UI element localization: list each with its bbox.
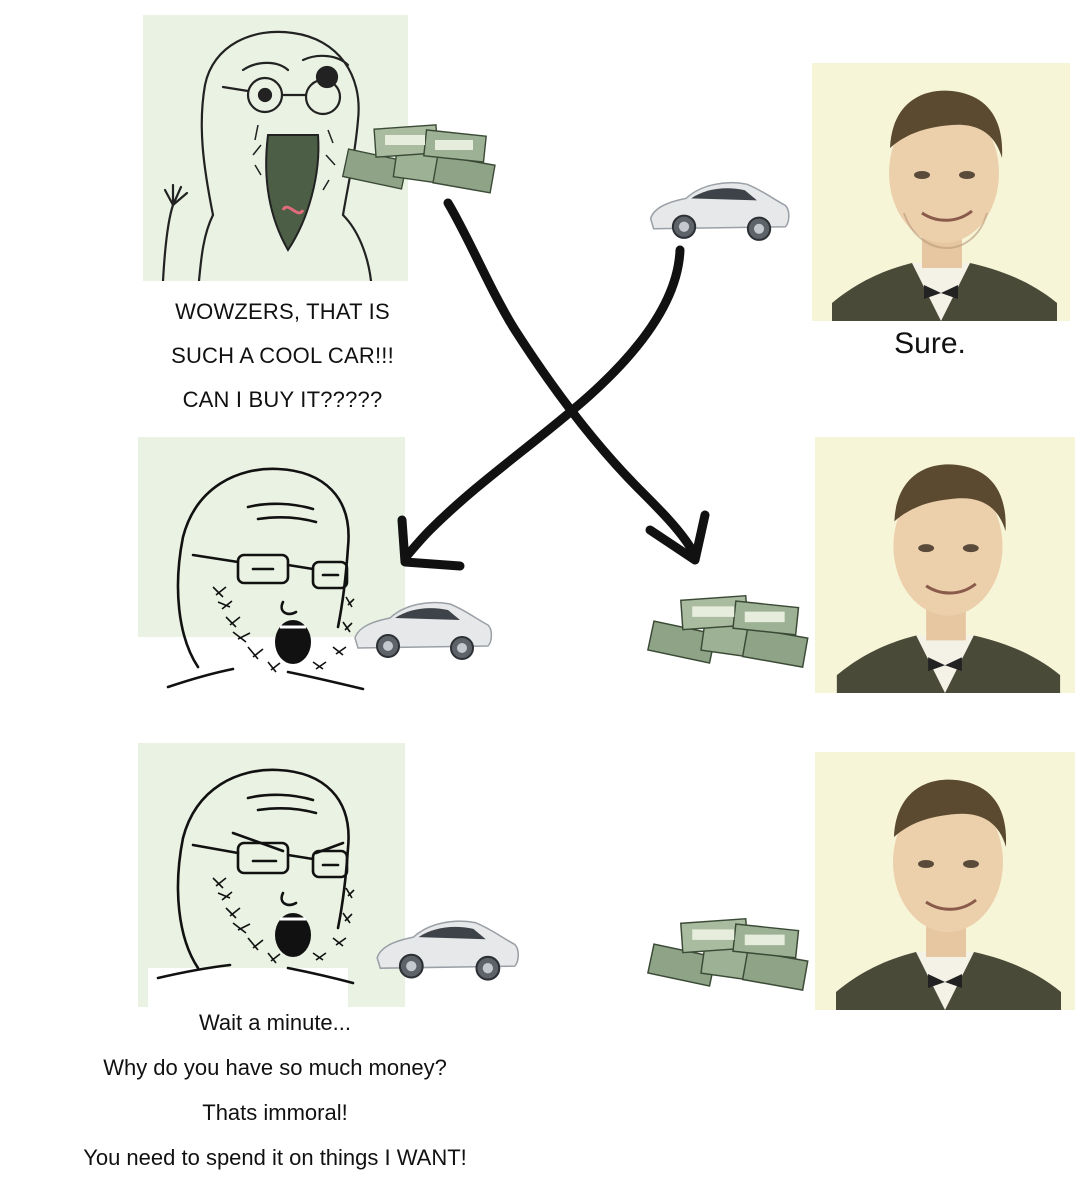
wojak-panel [138, 437, 405, 703]
car-icon [350, 590, 495, 665]
elon-panel [812, 63, 1070, 321]
soyjak-caption: WOWZERS, THAT IS SUCH A COOL CAR!!! CAN … [140, 290, 425, 422]
caption-line: Wait a minute... [198, 1010, 351, 1035]
car-icon [645, 170, 793, 246]
caption-line: SUCH A COOL CAR!!! [171, 343, 394, 368]
elon-portrait-icon [836, 464, 1061, 693]
caption-line: Thats immoral! [202, 1100, 348, 1125]
soyjak-icon [161, 30, 373, 281]
money-stack-icon [645, 585, 813, 675]
elon-reply: Sure. [894, 327, 966, 360]
elon-panel [815, 437, 1075, 693]
car-icon [372, 908, 522, 986]
angry-wojak-panel [138, 743, 405, 1007]
caption-line: CAN I BUY IT????? [182, 387, 383, 412]
angry-wojak-caption: Wait a minute... Why do you have so much… [40, 1000, 510, 1180]
money-stack-icon [340, 115, 500, 200]
money-stack-icon [645, 908, 813, 998]
soyjak-panel [143, 15, 408, 281]
elon-panel [815, 752, 1075, 1010]
elon-portrait-icon [836, 779, 1061, 1010]
caption-line: You need to spend it on things I WANT! [83, 1145, 467, 1170]
angry-wojak-icon [148, 768, 355, 1007]
caption-line: Why do you have so much money? [103, 1055, 447, 1080]
elon-portrait-icon [832, 90, 1057, 321]
caption-line: WOWZERS, THAT IS [175, 299, 390, 324]
